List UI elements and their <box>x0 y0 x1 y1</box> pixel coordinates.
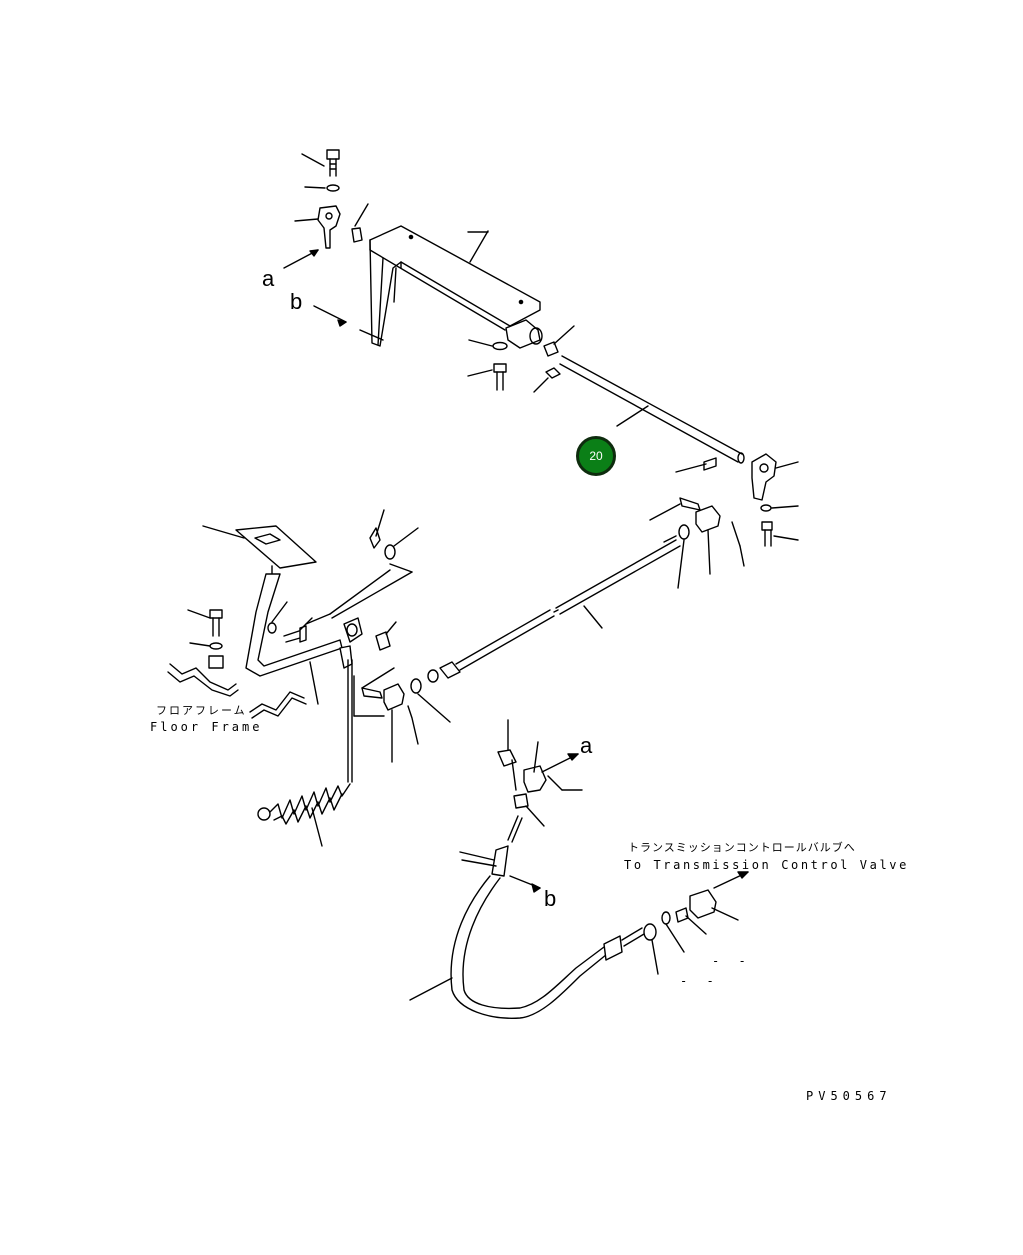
callout-a-top: a <box>262 266 275 291</box>
transmission-en: To Transmission Control Valve <box>624 858 909 872</box>
flexible-cable <box>409 815 749 1019</box>
lower-fittings <box>497 719 583 827</box>
part-number-badge[interactable]: 20 <box>576 436 616 476</box>
transmission-jp: トランスミッションコントロールバルブへ <box>628 841 856 854</box>
part-number-label: 20 <box>589 449 603 463</box>
floor-frame-en: Floor Frame <box>150 720 263 734</box>
dash-mark-2: - - <box>680 974 720 988</box>
cross-shaft <box>559 355 745 473</box>
callout-a-bottom: a <box>580 733 593 758</box>
drawing-code: PV50567 <box>806 1089 892 1103</box>
floor-frame-jp: フロアフレーム <box>156 704 247 717</box>
pedal-bracket <box>313 225 543 349</box>
right-lever-group <box>751 453 799 547</box>
left-fasteners <box>187 609 313 669</box>
clevis-upper <box>649 497 745 589</box>
control-rod <box>427 535 681 683</box>
floor-frame-lines <box>167 663 307 719</box>
pedal-link <box>347 659 451 783</box>
return-spring <box>257 783 351 847</box>
callout-b-top: b <box>290 289 303 314</box>
top-bolt-group <box>283 149 369 269</box>
dash-mark-1: - - <box>712 954 752 968</box>
callout-b-bottom: b <box>544 886 557 911</box>
pedal-assembly <box>202 509 419 705</box>
bushing-group-top <box>467 325 575 393</box>
